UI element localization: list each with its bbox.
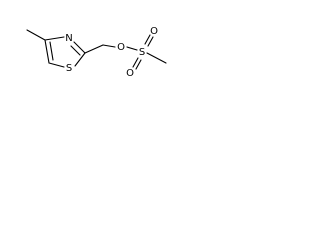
bond-s1-c2 <box>74 52 86 67</box>
structure-diagram: N S O S O O <box>26 26 167 79</box>
atom-s-ring: S <box>66 63 72 74</box>
bond-c2-ch2 <box>84 44 104 54</box>
bond-n3-c4 <box>44 36 65 41</box>
bond-s-o-top <box>144 34 151 45</box>
bond-c2-n3-double <box>70 45 81 56</box>
bond-s-methyl <box>146 52 167 64</box>
bond-c4-c5 <box>44 39 50 64</box>
bond-s-o-top-double <box>147 36 154 47</box>
atom-o-bottom: O <box>126 68 134 79</box>
bond-ch2-o <box>102 44 116 48</box>
atom-o-top: O <box>150 26 158 37</box>
bond-s-o-bottom <box>132 57 139 68</box>
bond-c2-n3 <box>73 41 86 54</box>
atom-o-ether: O <box>117 42 125 53</box>
bond-c5-s1 <box>48 62 65 68</box>
bond-c4-c5-double <box>49 41 54 61</box>
bond-c4-methyl <box>26 29 46 41</box>
atom-s-sulfonyl: S <box>139 47 145 58</box>
molecule-canvas: N S O S O O <box>0 0 199 100</box>
bond-o-s <box>126 46 138 51</box>
atom-n-ring: N <box>65 33 72 44</box>
bond-s-o-bottom-double <box>135 59 142 70</box>
